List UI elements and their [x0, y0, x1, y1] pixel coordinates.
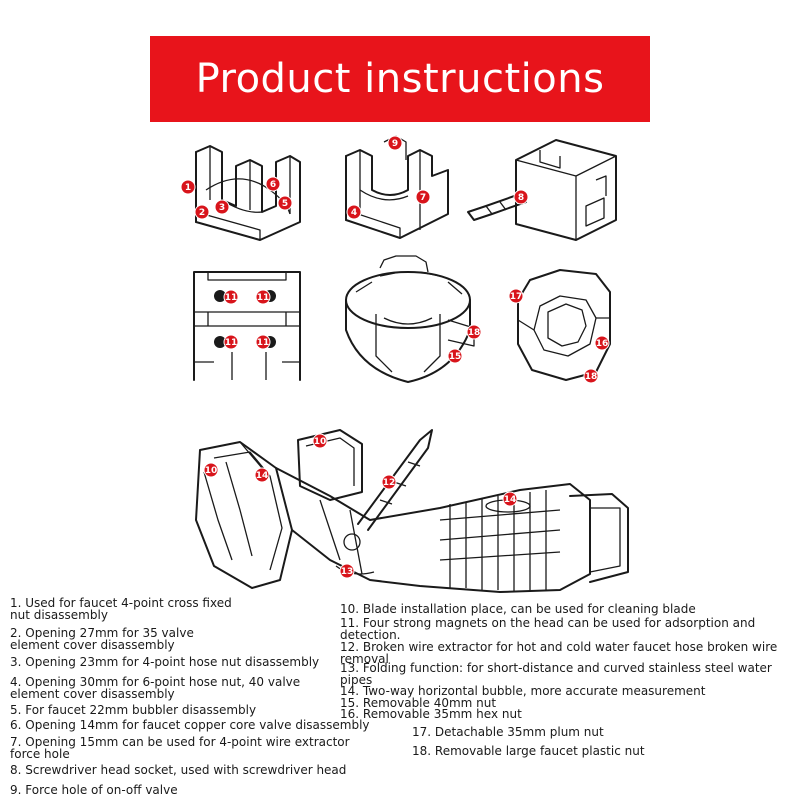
svg-text:15: 15	[449, 352, 462, 362]
badge-18-a: 18	[466, 324, 482, 340]
svg-text:18: 18	[468, 328, 481, 338]
instruction-1: 1. Used for faucet 4-point cross fixed n…	[10, 596, 232, 622]
badge-7: 7	[415, 189, 431, 205]
instruction-7: 7. Opening 15mm can be used for 4-point …	[10, 735, 350, 761]
badge-2: 2	[194, 204, 210, 220]
title-banner: Product instructions	[150, 36, 650, 122]
instruction-12: 12. Broken wire extractor for hot and co…	[340, 640, 778, 666]
screwdriver-cube-drawing	[467, 139, 617, 241]
instruction-17: 17. Detachable 35mm plum nut	[412, 725, 604, 739]
badge-13: 13	[339, 563, 355, 579]
svg-text:14: 14	[256, 471, 269, 481]
svg-text:11: 11	[225, 293, 238, 303]
svg-text:4: 4	[351, 208, 357, 218]
page-title: Product instructions	[195, 56, 605, 102]
round-nut-head-drawing	[345, 255, 475, 383]
svg-text:16: 16	[596, 339, 609, 349]
svg-text:11: 11	[257, 293, 270, 303]
badge-15: 15	[447, 348, 463, 364]
badge-3: 3	[214, 199, 230, 215]
badge-11-d: 11	[255, 334, 271, 350]
badge-16: 16	[594, 335, 610, 351]
instruction-4: 4. Opening 30mm for 6-point hose nut, 40…	[10, 675, 301, 701]
svg-text:7: 7	[420, 193, 426, 203]
svg-text:8: 8	[518, 193, 524, 203]
badge-12: 12	[381, 474, 397, 490]
cross-nut-head-drawing	[195, 145, 301, 241]
badge-4: 4	[346, 204, 362, 220]
instruction-3: 3. Opening 23mm for 4-point hose nut dis…	[10, 655, 320, 669]
badge-18-b: 18	[583, 368, 599, 384]
svg-text:17: 17	[510, 292, 523, 302]
instruction-14: 14. Two-way horizontal bubble, more accu…	[340, 684, 706, 698]
svg-text:12: 12	[383, 478, 396, 488]
svg-text:9: 9	[392, 139, 398, 149]
badge-9: 9	[387, 135, 403, 151]
instruction-11: 11. Four strong magnets on the head can …	[340, 616, 756, 642]
badge-14-b: 14	[502, 491, 518, 507]
badge-17: 17	[508, 288, 524, 304]
svg-text:5: 5	[282, 199, 288, 209]
magnetic-head-drawing	[193, 271, 301, 381]
instruction-2: 2. Opening 27mm for 35 valve element cov…	[10, 626, 194, 652]
instruction-5: 5. For faucet 22mm bubbler disassembly	[10, 703, 257, 717]
badge-11-c: 11	[223, 334, 239, 350]
hex-nut-drawing	[517, 269, 611, 381]
svg-text:6: 6	[270, 180, 276, 190]
instruction-10: 10. Blade installation place, can be use…	[340, 602, 696, 616]
svg-text:18: 18	[585, 372, 598, 382]
instruction-8: 8. Screwdriver head socket, used with sc…	[10, 763, 347, 777]
instruction-18: 18. Removable large faucet plastic nut	[412, 744, 645, 758]
instruction-16: 16. Removable 35mm hex nut	[340, 707, 522, 721]
badge-5: 5	[277, 195, 293, 211]
badge-11-a: 11	[223, 289, 239, 305]
fork-head-drawing	[345, 135, 449, 239]
svg-text:10: 10	[314, 437, 327, 447]
svg-text:1: 1	[185, 183, 191, 193]
svg-text:2: 2	[199, 208, 205, 218]
badge-11-b: 11	[255, 289, 271, 305]
full-tool-drawing	[195, 429, 629, 593]
badge-8: 8	[513, 189, 529, 205]
svg-text:11: 11	[225, 338, 238, 348]
instruction-13: 13. Folding function: for short-distance…	[340, 661, 772, 687]
svg-text:13: 13	[341, 567, 354, 577]
svg-text:14: 14	[504, 495, 517, 505]
badge-1: 1	[180, 179, 196, 195]
badge-10-a: 10	[203, 462, 219, 478]
instruction-15: 15. Removable 40mm nut	[340, 696, 497, 710]
svg-text:11: 11	[257, 338, 270, 348]
badge-14-a: 14	[254, 467, 270, 483]
svg-text:10: 10	[205, 466, 218, 476]
instruction-6: 6. Opening 14mm for faucet copper core v…	[10, 718, 370, 732]
badge-10-b: 10	[312, 433, 328, 449]
instruction-9: 9. Force hole of on-off valve	[10, 783, 178, 797]
badge-6: 6	[265, 176, 281, 192]
svg-text:3: 3	[219, 203, 225, 213]
